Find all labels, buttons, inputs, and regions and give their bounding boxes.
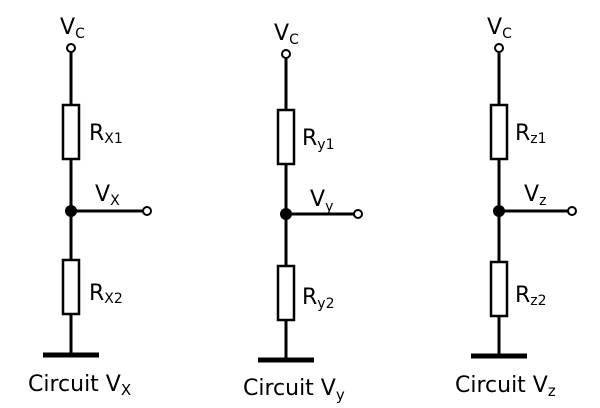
resistor-x2 <box>61 258 81 316</box>
circuit-y: VC Ry1 Vy Ry2 Circuit Vy <box>243 21 363 404</box>
supply-label-z: VC <box>487 15 512 42</box>
resistor-y1-label: Ry1 <box>302 126 335 153</box>
supply-terminal-y <box>281 49 291 59</box>
output-label-x: VX <box>95 182 120 209</box>
supply-terminal-z <box>494 43 504 53</box>
output-terminal-z <box>567 206 577 216</box>
circuit-z: VC Rz1 Vz Rz2 Circuit Vz <box>455 15 577 400</box>
output-label-z: Vz <box>524 182 546 209</box>
resistor-z1-label: Rz1 <box>515 121 547 147</box>
caption-z: Circuit Vz <box>455 373 556 400</box>
resistor-x2-label: RX2 <box>89 281 123 307</box>
circuit-x: VC RX1 VX RX2 Circuit VX <box>28 15 152 399</box>
resistor-y1 <box>276 108 296 166</box>
output-terminal-y <box>353 209 363 219</box>
output-terminal-x <box>142 206 152 216</box>
resistor-z2 <box>489 260 509 318</box>
supply-label-x: VC <box>60 15 85 42</box>
caption-x: Circuit VX <box>28 372 131 399</box>
resistor-x1 <box>61 103 81 161</box>
supply-label-y: VC <box>274 21 299 48</box>
resistor-y2-label: Ry2 <box>302 285 335 312</box>
resistor-y2 <box>276 264 296 322</box>
resistor-z2-label: Rz2 <box>515 283 547 309</box>
caption-y: Circuit Vy <box>243 376 345 404</box>
resistor-z1 <box>489 103 509 161</box>
resistor-x1-label: RX1 <box>89 121 123 147</box>
supply-terminal-x <box>66 43 76 53</box>
output-label-y: Vy <box>310 187 333 215</box>
